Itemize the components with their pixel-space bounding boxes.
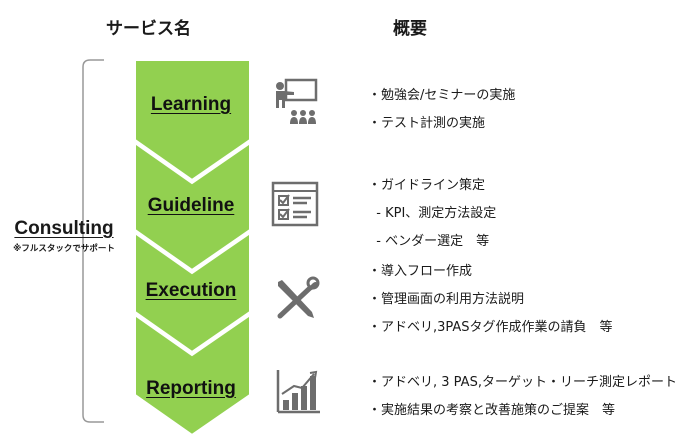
consulting-label: Consulting ※フルスタックでサポート xyxy=(6,218,122,254)
tools-icon xyxy=(277,276,320,319)
list-item: ・テスト計測の実施 xyxy=(368,116,486,131)
list-item: ・アドベリ,3PASタグ作成作業の請負 等 xyxy=(368,320,613,335)
learning-description: ・勉強会/セミナーの実施 ・テスト計測の実施 xyxy=(368,82,515,138)
stage-execution-label: Execution xyxy=(145,280,237,301)
execution-description: ・導入フロー作成 ・管理画面の利用方法説明 ・アドベリ,3PASタグ作成作業の請… xyxy=(368,258,613,342)
reporting-description: ・アドベリ, 3 PAS,ターゲット・リーチ測定レポート ・実施結果の考察と改善… xyxy=(368,369,677,425)
consulting-title: Consulting xyxy=(14,218,114,239)
list-item: ・導入フロー作成 xyxy=(368,264,473,279)
list-item: ・ガイドライン策定 xyxy=(368,178,486,193)
chevron-learning xyxy=(134,59,251,182)
list-item: ・管理画面の利用方法説明 xyxy=(368,292,525,307)
bar-chart-icon xyxy=(276,370,320,414)
stage-guideline-label: Guideline xyxy=(147,195,235,216)
list-item: - KPI、測定方法設定 xyxy=(368,206,497,221)
list-item: ・実施結果の考察と改善施策のご提案 等 xyxy=(368,403,616,418)
presentation-icon xyxy=(276,78,318,124)
stage-reporting-label: Reporting xyxy=(146,378,236,399)
list-item: ・アドベリ, 3 PAS,ターゲット・リーチ測定レポート xyxy=(368,375,677,390)
service-name-header: サービス名 xyxy=(106,19,191,39)
chevron-guideline xyxy=(134,141,251,272)
checklist-icon xyxy=(271,181,319,227)
stage-learning-label: Learning xyxy=(150,94,232,115)
guideline-description: ・ガイドライン策定 - KPI、測定方法設定 - ベンダー選定 等 xyxy=(368,172,496,256)
chevron-reporting xyxy=(134,313,251,437)
overview-header: 概要 xyxy=(393,19,427,39)
list-item: ・勉強会/セミナーの実施 xyxy=(368,88,516,103)
chevron-execution xyxy=(134,231,251,354)
list-item: - ベンダー選定 等 xyxy=(368,234,490,249)
consulting-subtitle: ※フルスタックでサポート xyxy=(13,244,115,254)
